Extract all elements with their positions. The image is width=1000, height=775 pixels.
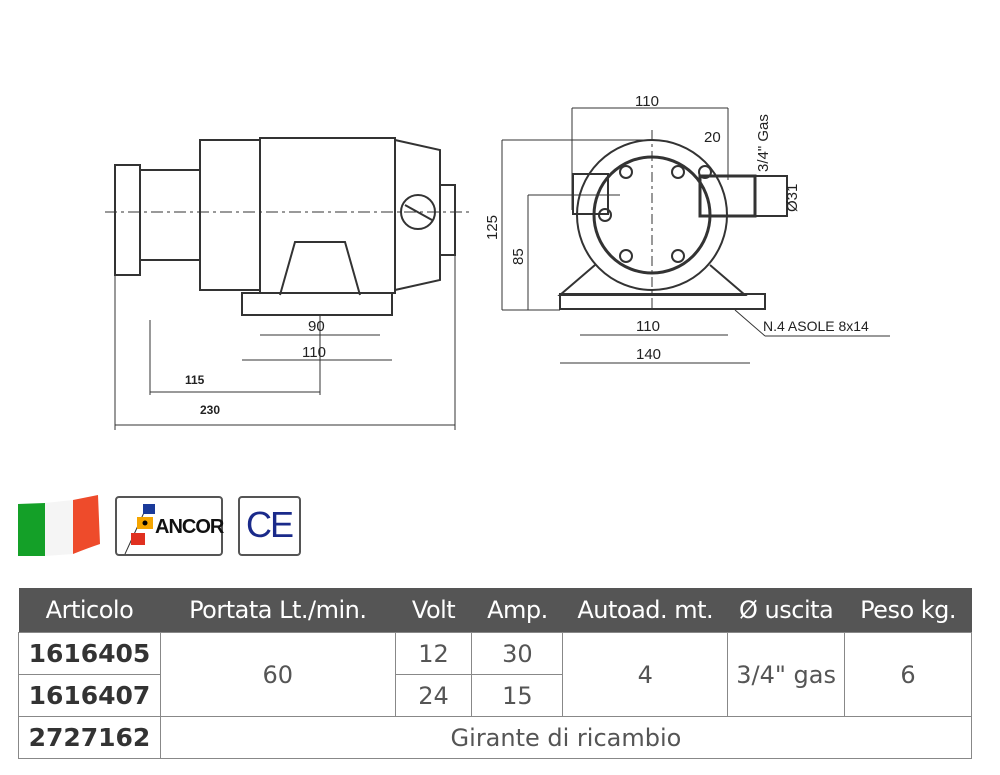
cell-amp: 15 xyxy=(471,674,564,717)
dim-diameter: Ø31 xyxy=(784,184,801,212)
dim-115: 115 xyxy=(185,373,205,387)
cell-volt: 12 xyxy=(394,632,473,675)
header-peso: Peso kg. xyxy=(844,588,972,633)
table-row: 1616405 60 12 30 4 3/4" gas 6 xyxy=(18,632,972,717)
dim-gas: 3/4" Gas xyxy=(755,114,772,172)
cell-peso: 6 xyxy=(844,632,972,717)
ancor-logo: ANCOR xyxy=(115,496,224,556)
table-row: 2727162 Girante di ricambio xyxy=(18,716,973,759)
pump-technical-drawing: 90 110 115 230 110 20 3/4" Gas Ø31 125 8… xyxy=(105,93,890,430)
header-portata: Portata Lt./min. xyxy=(160,588,396,633)
cell-volt: 24 xyxy=(394,674,473,717)
dim-20: 20 xyxy=(704,129,721,146)
cell-articolo: 1616405 xyxy=(18,632,161,675)
header-volt: Volt xyxy=(395,588,472,633)
ce-mark-logo: CE xyxy=(238,496,301,556)
table-row: 1616407 24 15 xyxy=(18,674,972,717)
cell-amp: 30 xyxy=(471,632,564,675)
nautical-flags-icon xyxy=(124,504,155,555)
ancor-brand-text: ANCOR xyxy=(155,516,224,538)
cell-uscita: 3/4" gas xyxy=(727,632,846,717)
header-autoad: Autoad. mt. xyxy=(562,588,728,633)
cell-description: Girante di ricambio xyxy=(159,716,973,759)
header-amp: Amp. xyxy=(471,588,563,633)
italy-flag-icon xyxy=(18,495,100,556)
dim-110-top: 110 xyxy=(635,93,659,110)
cell-portata: 60 xyxy=(159,632,396,717)
pump-front-view xyxy=(501,107,890,364)
cell-autoad: 4 xyxy=(562,632,729,717)
dim-125: 125 xyxy=(484,215,501,240)
table-header-row: Articolo Portata Lt./min. Volt Amp. Auto… xyxy=(18,588,972,633)
cell-articolo: 1616407 xyxy=(18,674,161,717)
spec-table: Articolo Portata Lt./min. Volt Amp. Auto… xyxy=(18,588,973,759)
header-uscita: Ø uscita xyxy=(727,588,845,633)
dim-110-bottom: 110 xyxy=(636,318,660,335)
cell-articolo: 2727162 xyxy=(18,716,161,759)
ce-mark-text: CE xyxy=(246,504,294,545)
dim-85: 85 xyxy=(510,248,527,265)
dim-110-side: 110 xyxy=(302,344,326,361)
dim-90: 90 xyxy=(308,318,325,335)
dim-230: 230 xyxy=(200,403,220,417)
slots-note: N.4 ASOLE 8x14 xyxy=(763,318,869,334)
pump-side-view xyxy=(105,137,470,430)
header-articolo: Articolo xyxy=(18,588,161,633)
dim-140: 140 xyxy=(636,346,661,363)
